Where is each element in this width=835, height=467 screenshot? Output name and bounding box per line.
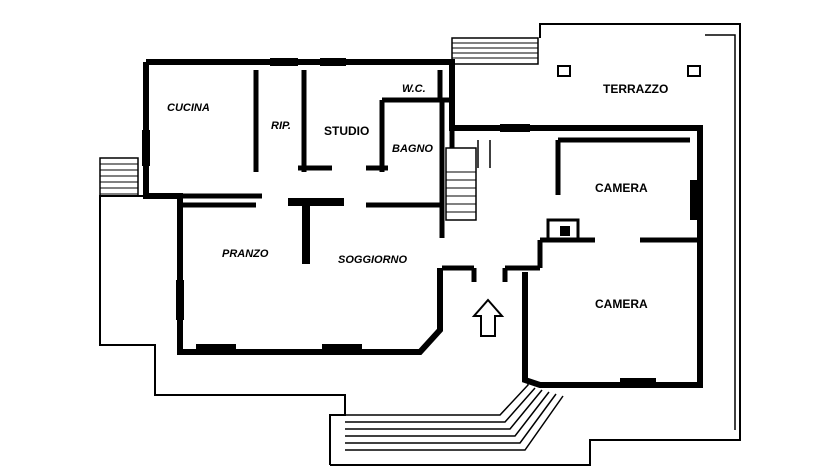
north-stairs: [451, 37, 539, 65]
room-label-wc: W.C.: [402, 83, 426, 95]
room-label-camera-1: CAMERA: [595, 181, 648, 195]
house-walls: [142, 58, 703, 388]
room-label-soggiorno: SOGGIORNO: [338, 254, 408, 266]
room-label-ripostiglio: RIP.: [271, 120, 291, 132]
room-label-pranzo: PRANZO: [222, 248, 269, 260]
room-label-camera-2: CAMERA: [595, 297, 648, 311]
south-stairs: [345, 380, 564, 451]
room-label-terrazzo: TERRAZZO: [603, 82, 668, 96]
outer-outline: [99, 23, 741, 466]
west-stairs: [99, 157, 139, 197]
arrow-up-icon: [471, 298, 505, 337]
inner-stairs: [445, 140, 491, 221]
room-label-studio: STUDIO: [324, 124, 369, 138]
room-label-bagno: BAGNO: [392, 143, 433, 155]
room-label-cucina: CUCINA: [167, 102, 210, 114]
terrace-planters: [557, 65, 701, 77]
